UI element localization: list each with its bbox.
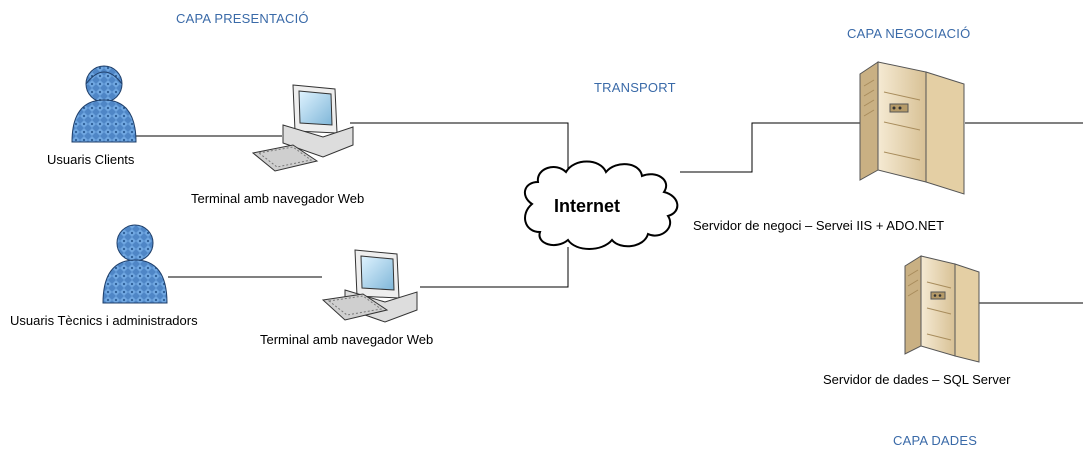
layer-data-label: CAPA DADES	[893, 433, 978, 448]
computer-icon	[251, 84, 354, 172]
user-icon	[71, 65, 137, 143]
layer-business-label: CAPA NEGOCIACIÓ	[847, 26, 971, 41]
layer-transport-label: TRANSPORT	[594, 80, 676, 95]
terminal-bottom-label: Terminal amb navegador Web	[260, 332, 434, 347]
cloud-icon	[523, 160, 679, 250]
server-icon	[904, 255, 980, 363]
business-server-label: Servidor de negoci – Servei IIS + ADO.NE…	[693, 218, 945, 233]
computer-icon	[321, 249, 418, 323]
user-icon	[102, 224, 168, 304]
layer-presentation-label: CAPA PRESENTACIÓ	[176, 11, 309, 26]
technicians-label: Usuaris Tècnics i administradors	[10, 313, 198, 328]
clients-label: Usuaris Clients	[47, 152, 135, 167]
internet-label: Internet	[554, 196, 620, 216]
terminal-top-label: Terminal amb navegador Web	[191, 191, 365, 206]
data-server-label: Servidor de dades – SQL Server	[823, 372, 1011, 387]
server-icon	[859, 61, 965, 195]
